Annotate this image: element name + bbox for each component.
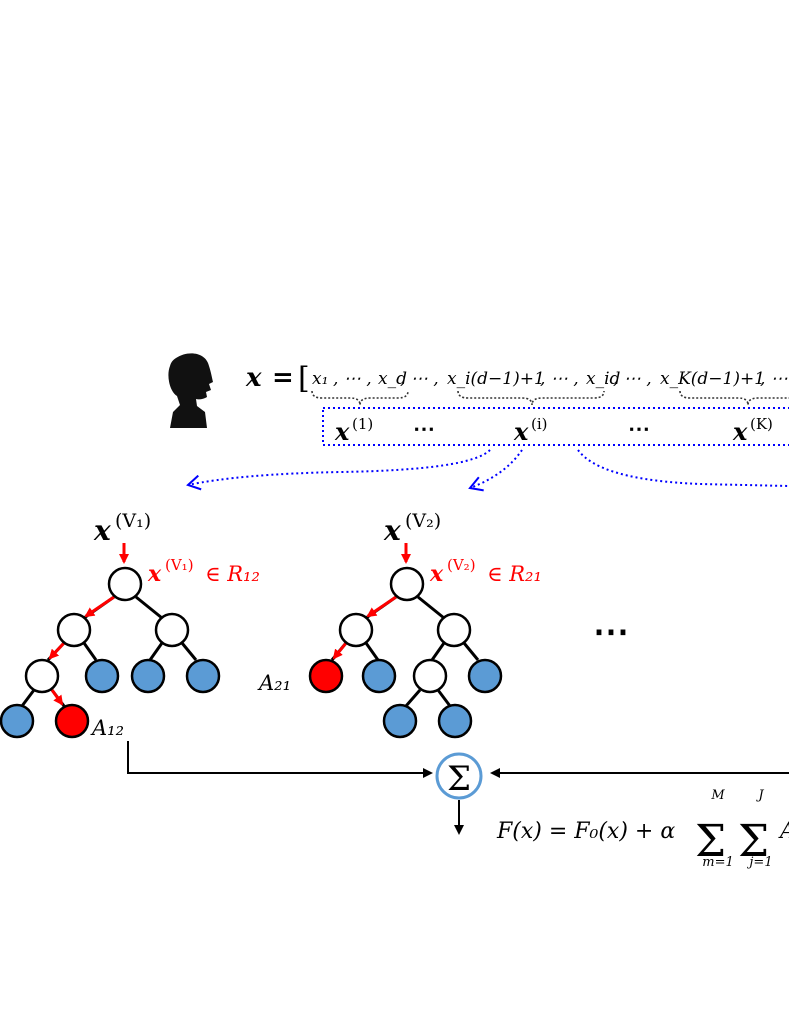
arrow-tree1-to-sum — [127, 741, 433, 778]
tree2-input-x: x — [383, 514, 401, 547]
subvector-x1: x — [334, 417, 350, 446]
tree2-edge-r-rr — [462, 642, 480, 661]
tree1-node-r — [154, 612, 190, 648]
sampling-arrow-tree2 — [468, 449, 523, 492]
brace-group-1 — [311, 390, 409, 406]
tree1-input-sup: (V₁) — [115, 510, 151, 532]
tree2-leaf-label: A₂₁ — [257, 671, 291, 695]
vector-x-symbol: x — [245, 363, 262, 393]
vector-equation: x = [ x₁ , ⋯ , x_d , ⋯ , x_i(d−1)+1 , ⋯ … — [245, 361, 788, 396]
tree1-leaf-lll — [0, 703, 35, 739]
tree-2: x (V₂) x (V₂) ∈ R₂₁ A₂₁ — [257, 510, 542, 739]
tree2-node-r — [436, 612, 472, 648]
formula-tail: A — [778, 819, 789, 844]
subvector-box — [322, 407, 789, 446]
tree1-leaf-rl — [130, 658, 166, 694]
vector-sep-5: , ⋯ — [760, 369, 788, 389]
tree2-edge-l-lr — [364, 642, 380, 661]
tree2-edge-rl-rll — [404, 689, 422, 707]
subvector-xK: x — [732, 417, 748, 446]
subvector-labels: x (1) ⋯ x (i) ⋯ x (K) — [334, 415, 773, 446]
sampling-arrow-more — [577, 449, 789, 487]
vector-term-xi-start: x_i(d−1)+1 — [447, 369, 545, 389]
tree2-leaf-rll — [382, 703, 418, 739]
tree2-leaf-lr — [361, 658, 397, 694]
tree1-path-l-ll — [48, 641, 66, 660]
tree1-membership-x: x — [147, 561, 162, 587]
tree1-membership-sup: (V₁) — [165, 556, 194, 574]
tree1-leaf-rr — [185, 658, 221, 694]
vector-term-x1: x₁ — [312, 369, 328, 389]
tree1-edge-r-rl — [148, 642, 164, 661]
tree1-edge-ll-lll — [20, 689, 36, 707]
tree1-leaf-lr — [84, 658, 120, 694]
tree2-edge-rl-rlr — [436, 689, 452, 707]
aggregation-arrows — [127, 741, 789, 835]
formula-sigma-1: Σ — [695, 816, 726, 867]
subvector-xK-sup: (K) — [750, 415, 773, 433]
vector-sep-3: , ⋯ , — [540, 369, 579, 389]
tree2-membership-rel: ∈ R₂₁ — [487, 562, 542, 586]
brace-group-K — [679, 390, 789, 406]
vector-sep-2: , ⋯ , — [400, 369, 439, 389]
subvector-xi: x — [513, 417, 529, 446]
tree2-leaf-rlr — [437, 703, 473, 739]
output-formula: F(x) = F₀(x) + α Σ M m=1 Σ J j=1 A — [496, 788, 789, 870]
tree2-leaf-rr — [467, 658, 503, 694]
tree2-leaf-ll-selected — [308, 658, 344, 694]
formula-sum2-upper: J — [755, 788, 764, 803]
sampling-arrows — [186, 449, 789, 492]
vector-term-xd: x_d — [378, 369, 407, 389]
vector-term-xid: x_id — [586, 369, 621, 389]
tree1-leaf-llr-selected — [54, 703, 90, 739]
tree2-membership-sup: (V₂) — [447, 556, 476, 574]
tree2-path-root-left — [366, 595, 397, 618]
tree1-leaf-label: A₁₂ — [90, 716, 124, 740]
tree2-node-root — [389, 566, 425, 602]
sum-node: Σ — [435, 752, 483, 800]
tree1-input-x: x — [93, 514, 111, 547]
vector-sep-1: , ⋯ , — [333, 369, 372, 389]
formula-main: F(x) = F₀(x) + α — [496, 819, 675, 844]
tree1-membership-rel: ∈ R₁₂ — [205, 562, 260, 586]
sum-symbol: Σ — [447, 759, 471, 799]
subvector-xi-sup: (i) — [531, 415, 548, 433]
formula-sum1-upper: M — [710, 788, 725, 803]
tree-1: x (V₁) x (V₁) ∈ R₁₂ A₁₂ — [0, 510, 260, 740]
vector-sep-4: , ⋯ , — [613, 369, 652, 389]
tree1-node-l — [56, 612, 92, 648]
more-trees-ellipsis: ⋯ — [593, 610, 629, 652]
tree2-node-rl — [412, 658, 448, 694]
tree1-node-ll — [24, 658, 60, 694]
tree1-node-root — [107, 566, 143, 602]
subvector-dots-1: ⋯ — [413, 416, 435, 442]
tree1-edge-r-rr — [180, 642, 198, 661]
vector-equals: = — [272, 363, 294, 393]
formula-sum1-lower: m=1 — [702, 855, 734, 870]
tree2-input-sup: (V₂) — [405, 510, 441, 532]
tree2-edge-r-rl — [430, 642, 446, 661]
subvector-x1-sup: (1) — [352, 415, 373, 433]
formula-sum2-lower: j=1 — [746, 855, 772, 870]
formula-sigma-2: Σ — [738, 816, 769, 867]
tree2-path-l-ll — [332, 642, 348, 660]
sampling-arrow-tree1 — [186, 449, 491, 491]
brace-group-i — [457, 390, 605, 406]
tree2-edge-root-right — [417, 595, 445, 620]
vector-open-bracket: [ — [298, 361, 310, 396]
tree2-membership-x: x — [429, 561, 444, 587]
sum-ring — [435, 752, 483, 800]
tree1-edge-root-right — [135, 595, 163, 620]
person-silhouette-icon — [168, 353, 213, 428]
tree1-edge-l-lr — [82, 642, 98, 661]
tree1-path-root-left — [84, 595, 115, 618]
vector-term-xK-start: x_K(d−1)+1 — [660, 369, 765, 389]
subvector-dots-2: ⋯ — [628, 416, 650, 442]
group-braces — [311, 390, 789, 406]
tree2-node-l — [338, 612, 374, 648]
tree1-path-ll-llr — [50, 689, 64, 706]
